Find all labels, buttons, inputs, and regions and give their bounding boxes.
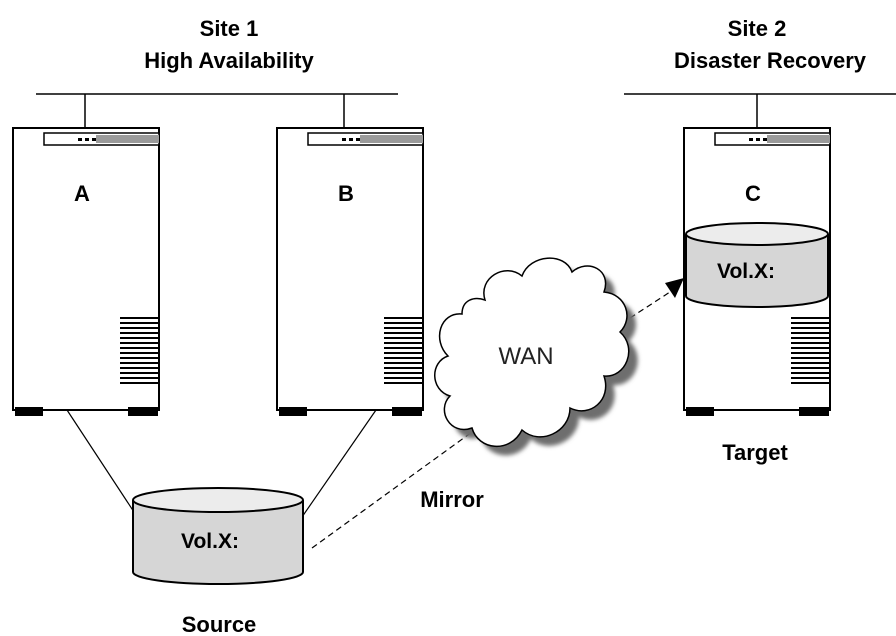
server-a-to-source-line xyxy=(66,409,135,513)
server-a: A xyxy=(12,127,160,416)
mirror-label: Mirror xyxy=(420,487,484,512)
server-b-to-source-line xyxy=(301,409,377,518)
site-1-subtitle: High Availability xyxy=(144,48,314,73)
source-caption: Source xyxy=(182,612,257,636)
site-2-subtitle: Disaster Recovery xyxy=(674,48,867,73)
server-b-label: B xyxy=(338,181,354,206)
wan-to-target-line xyxy=(629,291,671,319)
mirror-arrowhead xyxy=(665,278,684,298)
source-volume-label: Vol.X: xyxy=(181,530,239,553)
server-a-vent xyxy=(120,317,158,384)
server-a-label: A xyxy=(74,181,90,206)
target-volume-label: Vol.X: xyxy=(717,260,775,283)
target-caption: Target xyxy=(722,440,788,465)
server-c-label: C xyxy=(745,181,761,206)
wan-label: WAN xyxy=(498,343,553,370)
server-b-vent xyxy=(384,317,422,384)
mirror-link-line xyxy=(311,431,473,549)
site-2-title: Site 2 xyxy=(728,16,787,41)
server-b: B xyxy=(276,127,424,416)
target-volume: Vol.X: xyxy=(685,222,829,308)
site-1-title: Site 1 xyxy=(200,16,259,41)
server-c-vent xyxy=(791,317,829,384)
source-volume: Vol.X: xyxy=(132,487,304,585)
wan-cloud: WAN xyxy=(434,257,638,456)
